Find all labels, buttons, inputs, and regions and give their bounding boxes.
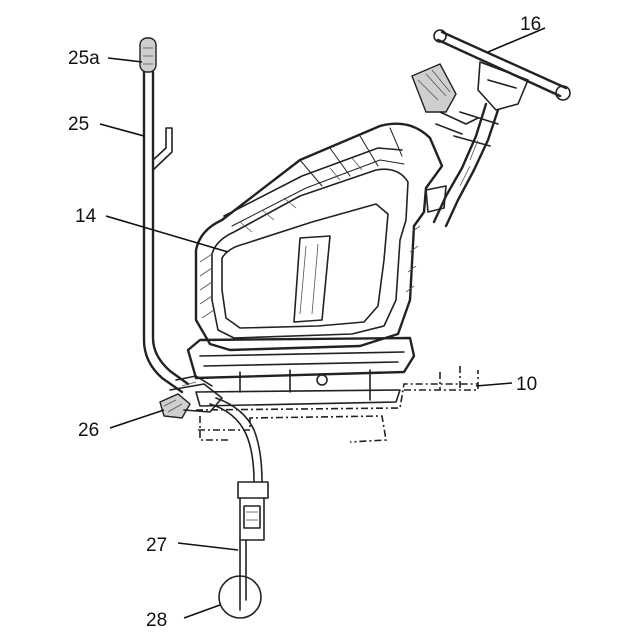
label-26: 26 [78, 420, 99, 441]
leader-26 [110, 410, 164, 428]
rod-25 [140, 38, 188, 392]
label-10: 10 [516, 374, 537, 395]
knob-25a [140, 38, 156, 72]
label-25a: 25a [68, 48, 100, 69]
reference-numerals: 16 25a 25 14 10 26 27 28 [68, 14, 541, 631]
label-27: 27 [146, 535, 167, 556]
seat-body-14 [188, 124, 442, 406]
detail-circle-28 [219, 576, 261, 618]
leader-28 [184, 605, 220, 618]
leader-lines [100, 28, 545, 618]
leader-10 [476, 383, 512, 386]
leader-14 [106, 216, 228, 252]
leader-27 [178, 543, 238, 550]
label-25: 25 [68, 114, 89, 135]
leader-25a [108, 58, 142, 62]
handle-16 [412, 30, 570, 226]
label-14: 14 [75, 206, 97, 227]
lever-27 [238, 482, 268, 600]
label-16: 16 [520, 14, 541, 35]
label-28: 28 [146, 610, 167, 631]
leader-25 [100, 124, 144, 136]
